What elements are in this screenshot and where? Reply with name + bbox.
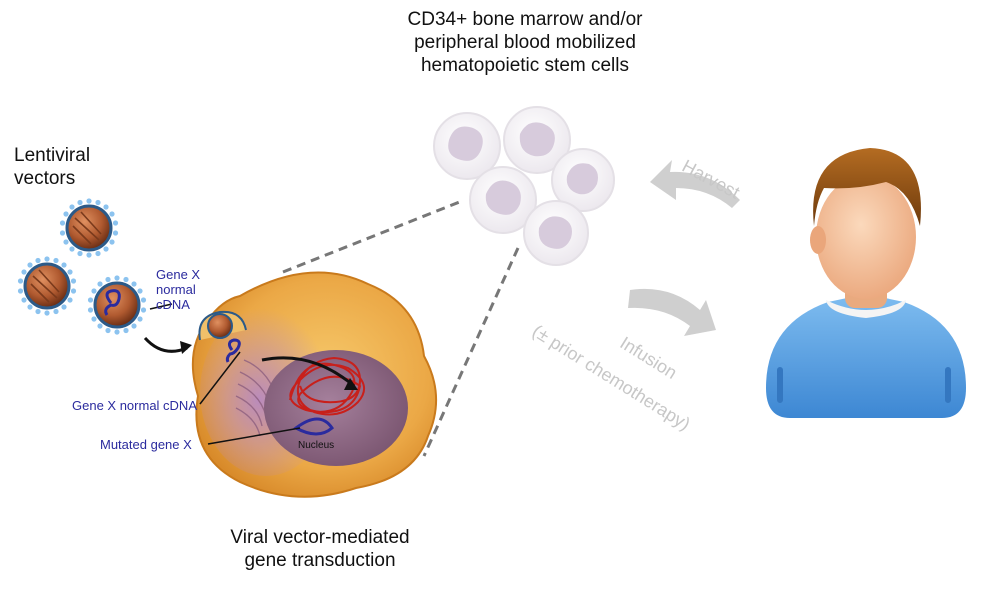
stem-cell-icon (551, 148, 615, 212)
stem-cells-title: CD34+ bone marrow and/or peripheral bloo… (360, 8, 690, 77)
stem-cell-icon (469, 166, 537, 234)
pointer-line-mutated (207, 427, 301, 445)
lentiviral-vector-icon (17, 256, 77, 316)
pointer-line-small-cdna (149, 303, 173, 310)
stem-cells-title-line-2: peripheral blood mobilized (414, 32, 636, 53)
integration-arrowhead-icon (344, 378, 358, 390)
dashed-connector-lower (422, 247, 520, 457)
lentiviral-vectors-line-2: vectors (14, 168, 76, 189)
gene-x-small-line-3: cDNA (156, 297, 190, 312)
cdna-icon (225, 338, 241, 363)
stem-cells-title-line-1: CD34+ bone marrow and/or (407, 9, 643, 30)
lentiviral-vectors-label: Lentiviral vectors (14, 144, 134, 190)
stem-cell-icon (523, 200, 589, 266)
gene-x-cdna-small-label: Gene X normal cDNA (156, 267, 216, 312)
pointer-line-cdna (199, 351, 241, 405)
stem-cell-cluster (433, 106, 615, 266)
transduction-line-2: gene transduction (244, 550, 396, 571)
nucleus-label: Nucleus (298, 440, 335, 451)
infusion-arrow-icon (628, 288, 716, 336)
transduction-label: Viral vector-mediated gene transduction (200, 526, 440, 572)
person-icon (766, 148, 966, 418)
stem-cell-icon (433, 112, 501, 180)
lentiviral-vector-icon (87, 275, 147, 335)
dashed-connector-upper (282, 199, 463, 274)
stem-cell-icon (503, 106, 571, 174)
harvest-arrow-icon (650, 160, 740, 208)
chromosome-dna-icon (289, 356, 366, 416)
target-cell (191, 271, 437, 498)
budding-vector-icon (207, 313, 233, 339)
stem-cells-title-line-3: hematopoietic stem cells (420, 55, 630, 76)
transduction-line-1: Viral vector-mediated (230, 527, 410, 548)
mutated-gene-x-label: Mutated gene X (100, 437, 192, 452)
lentiviral-vectors-line-1: Lentiviral (14, 145, 91, 166)
lentiviral-vector-icon (59, 198, 119, 258)
integration-arrow-icon (261, 356, 355, 388)
gene-x-small-line-2: normal (156, 282, 196, 297)
entry-arrowhead-icon (180, 341, 192, 354)
gene-x-cdna-label: Gene X normal cDNA (72, 398, 197, 413)
gene-x-small-line-1: Gene X (156, 267, 201, 282)
mutated-gene-icon (293, 417, 334, 436)
